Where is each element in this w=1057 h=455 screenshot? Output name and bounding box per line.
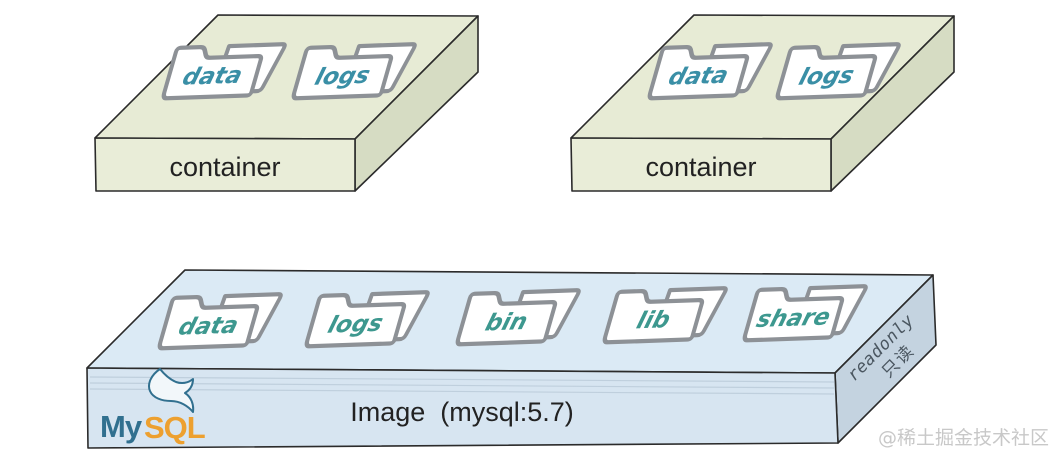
container-box-1: data logs container xyxy=(94,14,479,192)
folder-label: data xyxy=(175,311,241,341)
layer-line xyxy=(89,388,835,395)
folder-label: data xyxy=(665,61,731,91)
mysql-logo: My SQL xyxy=(100,368,206,445)
layer-line xyxy=(89,376,835,383)
folder-label: logs xyxy=(325,309,387,338)
mysql-dolphin-icon xyxy=(148,368,195,413)
image-box-label: Image (mysql:5.7) xyxy=(350,397,574,427)
folder-icon-data: data xyxy=(159,294,282,348)
folder-icon-logs: logs xyxy=(306,292,429,346)
image-box: data logs bin lib share Image (mysql:5.7… xyxy=(86,269,937,449)
container-box-2: data logs container xyxy=(570,14,955,192)
container2-label: container xyxy=(645,152,756,182)
mysql-logo-sql: SQL xyxy=(144,410,205,445)
container1-label: container xyxy=(169,152,280,182)
folder-label: bin xyxy=(482,307,531,336)
container2-front-face xyxy=(570,137,832,192)
folder-icon-lib: lib xyxy=(604,288,727,342)
folder-label: data xyxy=(179,61,245,91)
folder-icon-logs: logs xyxy=(293,44,416,98)
layer-line xyxy=(89,382,835,389)
folder-icon-share: share xyxy=(744,286,867,340)
image-front-face xyxy=(86,367,839,449)
folder-label: share xyxy=(753,303,833,333)
folder-icon-logs: logs xyxy=(777,44,900,98)
folder-icon-bin: bin xyxy=(457,290,580,344)
watermark: @稀土掘金技术社区 xyxy=(878,427,1049,449)
folder-icon-data: data xyxy=(163,44,286,98)
folder-label: logs xyxy=(312,61,374,90)
folder-icon-data: data xyxy=(649,44,772,98)
container1-front-face xyxy=(94,137,356,192)
mysql-logo-my: My xyxy=(100,409,143,444)
folder-label: logs xyxy=(796,61,858,90)
